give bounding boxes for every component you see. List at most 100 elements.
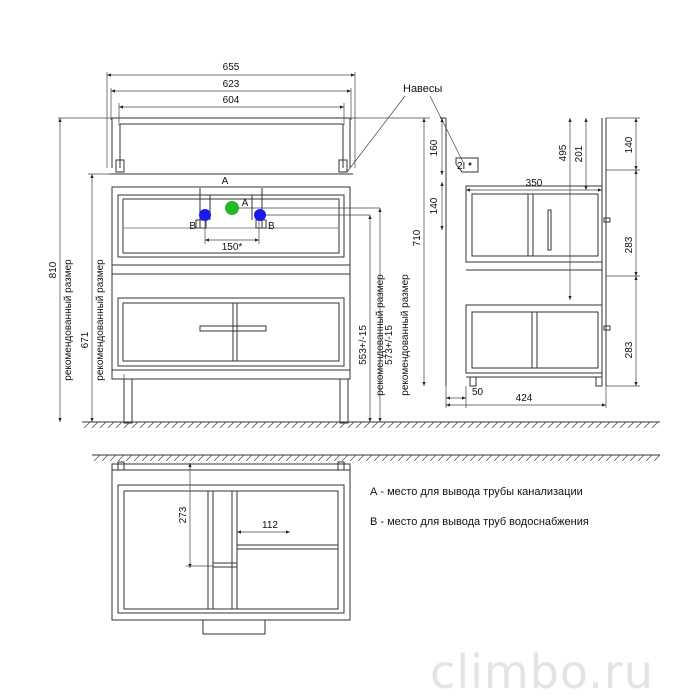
floor-hatch-stroke — [253, 454, 261, 462]
floor-hatch-stroke — [355, 421, 363, 429]
legend: А - место для вывода трубы канализации В… — [370, 486, 589, 528]
floor-hatch-stroke — [107, 421, 115, 429]
floor-hatch-stroke — [629, 454, 637, 462]
floor-hatch-stroke — [189, 454, 197, 462]
floor-hatch-stroke — [115, 421, 123, 429]
floor-hatch-stroke — [277, 454, 285, 462]
drain-outlet-a-marker — [225, 201, 239, 215]
floor-hatch-stroke — [347, 421, 355, 429]
hinge-bracket — [455, 157, 479, 173]
floor-hatch-stroke — [531, 421, 539, 429]
floor-hatch-stroke — [293, 454, 301, 462]
front-cabinet-body — [111, 186, 351, 424]
dim-140-right: 140 — [624, 136, 635, 153]
floor-hatch-stroke — [203, 421, 211, 429]
floor-hatch-upper — [83, 421, 659, 429]
floor-hatch-stroke — [477, 454, 485, 462]
floor-hatch-stroke — [435, 421, 443, 429]
dim-150-star: 150* — [222, 242, 243, 253]
floor-hatch-stroke — [443, 421, 451, 429]
floor-hatch-stroke — [285, 454, 293, 462]
floor-hatch-stroke — [141, 454, 149, 462]
floor-hatch-stroke — [547, 421, 555, 429]
label-b-right: B — [268, 221, 275, 232]
floor-hatch-stroke — [485, 454, 493, 462]
floor-hatch-stroke — [333, 454, 341, 462]
floor-hatch-stroke — [611, 421, 619, 429]
floor-hatch-stroke — [429, 454, 437, 462]
dim-160: 160 — [429, 139, 440, 156]
dim-350: 350 — [526, 178, 543, 189]
dim-273: 273 — [178, 506, 189, 523]
floor-hatch-stroke — [235, 421, 243, 429]
dim-810-rec-label: рекомендованный размер — [63, 259, 74, 381]
floor-hatch-stroke — [149, 454, 157, 462]
front-hanger-frame — [109, 117, 353, 175]
legend-a: А - место для вывода трубы канализации — [370, 486, 583, 498]
floor-hatch-stroke — [525, 454, 533, 462]
floor-hatch-stroke — [317, 454, 325, 462]
floor-hatch-stroke — [357, 454, 365, 462]
floor-hatch-stroke — [163, 421, 171, 429]
floor-hatch-stroke — [133, 454, 141, 462]
floor-hatch-stroke — [467, 421, 475, 429]
floor-hatch-stroke — [259, 421, 267, 429]
floor-hatch-stroke — [171, 421, 179, 429]
floor-hatch-stroke — [411, 421, 419, 429]
floor-hatch-stroke — [589, 454, 597, 462]
floor-hatch-stroke — [605, 454, 613, 462]
dim-604: 604 — [223, 95, 240, 106]
floor-hatch-stroke — [331, 421, 339, 429]
front-width-dimensions: 655 623 604 — [106, 62, 356, 168]
floor-hatch-stroke — [421, 454, 429, 462]
side-view: Навесы 2I — [346, 83, 640, 408]
dim-283-top: 283 — [624, 236, 635, 253]
floor-hatch-stroke — [165, 454, 173, 462]
floor-hatch-stroke — [413, 454, 421, 462]
floor-hatch-stroke — [243, 421, 251, 429]
floor-hatch-stroke — [565, 454, 573, 462]
front-height-dimensions-right: 553+/-15 рекомендованный размер 573+/-15… — [350, 117, 430, 422]
label-a-top: A — [222, 176, 229, 187]
floor-hatch-stroke — [301, 454, 309, 462]
floor-hatch-stroke — [251, 421, 259, 429]
floor-hatch-stroke — [387, 421, 395, 429]
floor-hatch-stroke — [179, 421, 187, 429]
top-view: 273 112 — [92, 454, 661, 635]
front-pipe-area: 150* A A B B — [189, 176, 380, 253]
floor-hatch-stroke — [219, 421, 227, 429]
floor-hatch-stroke — [315, 421, 323, 429]
hinges-label: Навесы — [403, 83, 442, 95]
floor-hatch-stroke — [523, 421, 531, 429]
floor-hatch-stroke — [389, 454, 397, 462]
watermark: climbo.ru — [430, 645, 654, 699]
floor-hatch-stroke — [109, 454, 117, 462]
label-a-pipe: A — [242, 198, 249, 209]
dim-112: 112 — [262, 520, 278, 531]
floor-hatch-stroke — [619, 421, 627, 429]
floor-hatch-stroke — [291, 421, 299, 429]
floor-hatch-stroke — [211, 421, 219, 429]
floor-hatch-stroke — [379, 421, 387, 429]
floor-hatch-stroke — [595, 421, 603, 429]
floor-hatch-stroke — [579, 421, 587, 429]
floor-hatch-stroke — [499, 421, 507, 429]
floor-hatch-stroke — [299, 421, 307, 429]
top-view-handle — [202, 619, 266, 635]
water-inlet-b-left-marker — [199, 209, 211, 221]
dim-671-rec-label: рекомендованный размер — [95, 259, 106, 381]
dim-140-left: 140 — [429, 197, 440, 214]
floor-hatch-stroke — [469, 454, 477, 462]
floor-hatch-stroke — [229, 454, 237, 462]
dim-810: 810 — [48, 261, 59, 278]
dim-50: 50 — [472, 387, 484, 398]
floor-hatch-stroke — [549, 454, 557, 462]
floor-hatch-stroke — [651, 421, 659, 429]
floor-hatch-stroke — [517, 454, 525, 462]
floor-hatch-stroke — [483, 421, 491, 429]
floor-hatch-stroke — [403, 421, 411, 429]
dim-710: 710 — [412, 229, 423, 246]
floor-hatch-stroke — [261, 454, 269, 462]
dim-424: 424 — [516, 393, 533, 404]
dim-495: 495 — [558, 144, 569, 161]
